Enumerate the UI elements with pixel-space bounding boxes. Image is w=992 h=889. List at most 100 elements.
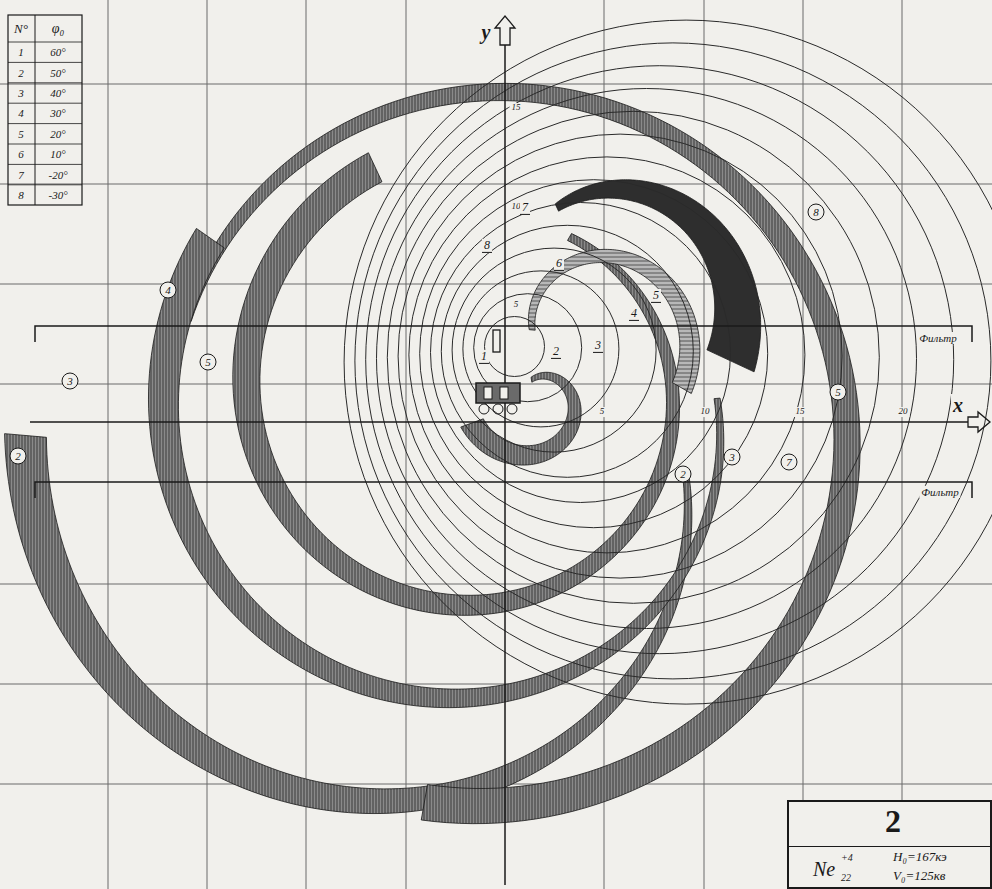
table-rule	[8, 123, 82, 124]
tick-number: 10	[699, 407, 712, 417]
trajectory-circle	[344, 20, 992, 704]
grid-line	[604, 0, 605, 889]
table-rule	[8, 62, 82, 63]
device-wheel	[493, 404, 503, 414]
device-body	[476, 383, 520, 403]
trajectory-circle	[463, 271, 619, 427]
table-cell: -30°	[46, 189, 69, 201]
table-cell: 3	[16, 87, 26, 99]
filter-bracket	[35, 482, 972, 498]
tick-number: 20	[897, 407, 910, 417]
isotope-symbol: Ne	[813, 858, 835, 880]
table-rule	[8, 164, 82, 165]
source-slit	[493, 330, 500, 352]
grid-line	[108, 0, 109, 889]
callout-number: 8	[808, 204, 825, 221]
table-cell: 4	[16, 107, 26, 119]
device-wheel	[479, 404, 489, 414]
trajectory-circle	[431, 203, 731, 503]
table-cell: 30°	[48, 107, 67, 119]
callout-number: 7	[520, 201, 530, 215]
trajectory-band	[5, 434, 692, 814]
table-header: φ₀	[50, 21, 67, 36]
axis-label: x	[951, 394, 965, 416]
table-cell: 6	[16, 148, 26, 160]
x-axis	[30, 421, 968, 423]
grid-line	[306, 0, 307, 889]
charge-state: +4	[841, 852, 853, 863]
callout-number: 7	[781, 454, 798, 471]
table-rule	[8, 82, 82, 83]
field-value: H₀=167кэ	[893, 850, 947, 864]
table-rule	[8, 184, 82, 185]
table-cell: 5	[16, 128, 26, 140]
table-rule	[8, 144, 82, 145]
y-axis	[504, 45, 506, 885]
callout-number: 3	[62, 373, 79, 390]
axes-and-filters	[8, 15, 990, 885]
voltage-value: V₀=125кв	[893, 869, 945, 883]
table-rule	[35, 15, 36, 205]
grid-line	[406, 0, 407, 889]
callout-number: 2	[10, 448, 27, 465]
tick-number: 5	[512, 300, 521, 310]
axis-label: y	[480, 21, 493, 43]
table-rule	[8, 103, 82, 104]
tick-number: 15	[510, 103, 523, 113]
trajectory-circle	[420, 180, 768, 528]
callout-number: 4	[629, 307, 639, 321]
grid-line	[0, 684, 992, 685]
table-cell: 40°	[48, 87, 67, 99]
axis-arrow	[495, 16, 515, 45]
grid-line	[0, 184, 992, 185]
table-frame	[8, 15, 82, 205]
table-cell: 10°	[48, 148, 67, 160]
grid-line	[0, 584, 992, 585]
trajectory-circles	[344, 20, 992, 704]
filter-bracket	[35, 326, 972, 342]
trajectory-circle	[366, 66, 954, 654]
grid-line	[0, 284, 992, 285]
filter-label: Фильтр	[917, 332, 958, 344]
callout-number: 3	[724, 449, 741, 466]
device-window	[500, 387, 508, 399]
table-cell: 7	[16, 169, 26, 181]
divider	[789, 846, 990, 847]
trajectory-circle	[441, 225, 693, 477]
mass-number: 22	[841, 872, 851, 883]
axis-arrow	[968, 412, 990, 432]
trajectory-band	[233, 153, 680, 616]
callout-number: 5	[651, 289, 661, 303]
callout-number: 8	[482, 239, 492, 253]
trajectory-circle	[409, 157, 805, 553]
device-wheel	[507, 404, 517, 414]
callout-number: 6	[554, 257, 564, 271]
table-cell: 8	[16, 189, 26, 201]
trajectory-circle	[377, 89, 917, 629]
callout-number: 4	[160, 282, 177, 299]
table-rule	[8, 42, 82, 43]
grid-line	[704, 0, 705, 889]
table-header: N°	[12, 22, 30, 36]
table-cell: -20°	[46, 169, 69, 181]
grid-line	[803, 0, 804, 889]
table-cell: 2	[16, 67, 26, 79]
callout-number: 2	[551, 345, 561, 359]
trajectory-circle	[398, 134, 842, 578]
table-cell: 20°	[48, 128, 67, 140]
callout-number: 1	[479, 350, 489, 364]
callout-number: 2	[675, 466, 692, 483]
trajectory-circle	[355, 43, 991, 679]
source-device	[476, 330, 520, 414]
trajectory-circle	[387, 111, 879, 603]
table-cell: 1	[16, 46, 26, 58]
callout-number: 3	[593, 339, 603, 353]
tick-number: 5	[598, 407, 607, 417]
table-cell: 60°	[48, 46, 67, 58]
table-cell: 50°	[48, 67, 67, 79]
title-block: 2Ne+422H₀=167кэV₀=125кв	[787, 800, 992, 889]
trajectory-band	[182, 83, 860, 823]
